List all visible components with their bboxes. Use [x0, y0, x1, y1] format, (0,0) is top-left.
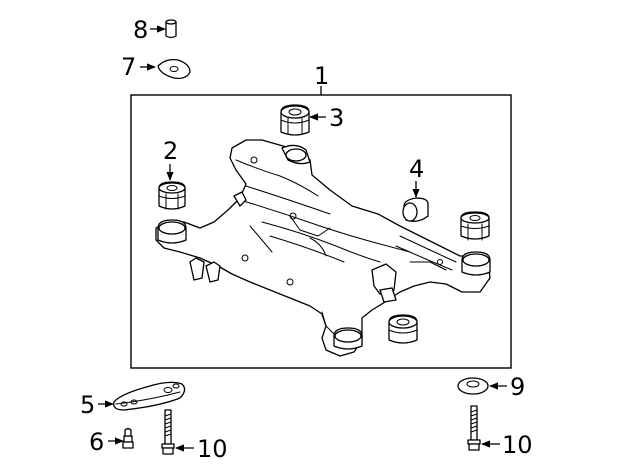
callout-3: 3	[329, 104, 344, 132]
callout-4: 4	[409, 155, 424, 183]
callout-1: 1	[314, 62, 329, 90]
bushing-part-3	[280, 104, 310, 136]
callout-8: 8	[133, 16, 148, 44]
callout-5: 5	[80, 391, 95, 419]
washer-plate-part-7	[157, 58, 191, 80]
crossmember-subframe	[155, 139, 491, 357]
callout-10-left: 10	[197, 435, 228, 463]
bracket-plate-part-5	[113, 381, 186, 411]
sleeve-part-8	[165, 19, 177, 39]
callout-7: 7	[121, 53, 136, 81]
callout-10-right: 10	[502, 431, 533, 459]
bushing-right-lower	[388, 314, 418, 344]
bolt-part-10-left	[161, 409, 175, 455]
callout-2: 2	[163, 137, 178, 165]
callout-6: 6	[89, 428, 104, 456]
bolt-part-6	[122, 427, 134, 449]
bushing-right-upper	[460, 211, 490, 241]
bushing-part-4	[402, 197, 429, 222]
callout-9: 9	[510, 373, 525, 401]
bushing-part-2	[158, 181, 186, 210]
bolt-part-10-right	[467, 405, 481, 451]
pad-part-9	[457, 377, 489, 395]
